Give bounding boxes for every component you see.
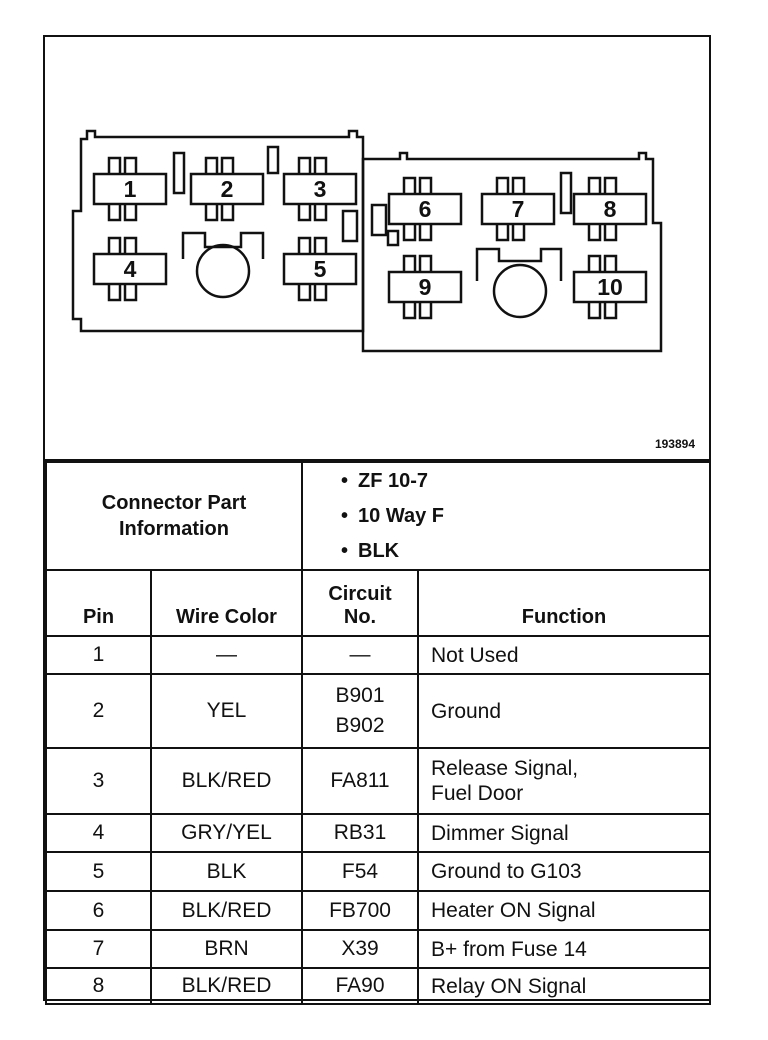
pin-number-label: 6 (419, 196, 432, 222)
function-cell: Dimmer Signal (416, 813, 712, 853)
circuit-header: Circuit No. (301, 569, 419, 637)
wire-color-cell: BRN (150, 929, 303, 969)
table-row: 2 YEL B901 B902 Ground (45, 673, 712, 749)
circuit-cell: FA90 (301, 967, 419, 1005)
wire-color-cell: BLK/RED (150, 967, 303, 1005)
pin-cell: 1 (45, 635, 152, 675)
table-row: 8 BLK/RED FA90 Relay ON Signal (45, 967, 712, 1005)
wire-color-cell: BLK (150, 851, 303, 892)
pin-terminal (572, 176, 648, 242)
circuit-cell: F54 (301, 851, 419, 892)
table-row: 1 — — Not Used (45, 635, 712, 675)
pin-cell: 2 (45, 673, 152, 749)
circuit-cell: RB31 (301, 813, 419, 853)
pin-number-label: 7 (512, 196, 525, 222)
pin-cell: 4 (45, 813, 152, 853)
connector-table: Connector Part Information ZF 10-7 10 Wa… (45, 461, 712, 1005)
pin-number-label: 3 (314, 176, 327, 202)
pin-terminal (282, 156, 358, 222)
wire-color-cell: BLK/RED (150, 890, 303, 931)
function-cell: B+ from Fuse 14 (416, 929, 712, 969)
pin-terminal (572, 254, 648, 320)
pin-terminal (92, 156, 168, 222)
wire-color-cell: — (150, 635, 303, 675)
function-cell: Relay ON Signal (416, 967, 712, 1005)
pin-terminal (282, 236, 358, 302)
pin-terminal (189, 156, 265, 222)
pin-number-label: 4 (124, 256, 137, 282)
circuit-cell: X39 (301, 929, 419, 969)
part-info-values: ZF 10-7 10 Way F BLK (300, 461, 712, 571)
pin-number-label: 9 (419, 274, 432, 300)
table-row: 6 BLK/RED FB700 Heater ON Signal (45, 890, 712, 931)
function-cell: Ground to G103 (416, 851, 712, 892)
circuit-cell: FA811 (301, 747, 419, 815)
pin-cell: 7 (45, 929, 152, 969)
table-row: 4 GRY/YEL RB31 Dimmer Signal (45, 813, 712, 853)
table-row: 5 BLK F54 Ground to G103 (45, 851, 712, 892)
connector-color: BLK (341, 534, 709, 569)
part-info-row: Connector Part Information ZF 10-7 10 Wa… (45, 461, 712, 571)
wire-color-header: Wire Color (150, 569, 303, 637)
circuit-cell: FB700 (301, 890, 419, 931)
circuit-header-line2: No. (343, 606, 377, 628)
header-row: Pin Wire Color Circuit No. Function (45, 569, 712, 637)
pin-terminal (387, 176, 463, 242)
table-row: 7 BRN X39 B+ from Fuse 14 (45, 929, 712, 969)
wire-color-cell: BLK/RED (150, 747, 303, 815)
function-cell: Not Used (416, 635, 712, 675)
function-line: Release Signal, (431, 757, 579, 780)
figure-id: 193894 (654, 437, 695, 451)
part-info-label-line1: Connector Part (101, 492, 247, 514)
pin-cell: 3 (45, 747, 152, 815)
pin-cell: 8 (45, 967, 152, 1005)
pin-terminal (480, 176, 556, 242)
function-cell: Heater ON Signal (416, 890, 712, 931)
right-housing-outline (361, 151, 663, 353)
function-cell: Ground (416, 673, 712, 749)
table-row: 3 BLK/RED FA811 Release Signal, Fuel Doo… (45, 747, 712, 815)
pin-number-label: 10 (597, 274, 623, 300)
connector-diagram: 1 2 3 4 5 6 7 8 9 10 193894 (45, 37, 709, 461)
function-cell: Release Signal, Fuel Door (416, 747, 712, 815)
connector-ways: 10 Way F (341, 499, 709, 534)
pin-cell: 6 (45, 890, 152, 931)
circuit-cell: — (301, 635, 419, 675)
part-number: ZF 10-7 (341, 464, 709, 499)
pin-number-label: 1 (124, 176, 137, 202)
wire-color-cell: YEL (150, 673, 303, 749)
circuit-line: B901 (335, 684, 385, 707)
circuit-header-line1: Circuit (328, 583, 392, 605)
circuit-cell: B901 B902 (301, 673, 419, 749)
part-info-label-line2: Information (119, 518, 229, 540)
wire-color-cell: GRY/YEL (150, 813, 303, 853)
pin-terminal (387, 254, 463, 320)
part-info-list: ZF 10-7 10 Way F BLK (303, 464, 709, 569)
pin-number-label: 2 (221, 176, 234, 202)
connector-face-drawing: 1 2 3 4 5 6 7 8 9 10 (71, 129, 663, 353)
function-header: Function (416, 569, 712, 637)
pin-number-label: 8 (604, 196, 617, 222)
part-info-label: Connector Part Information (45, 461, 303, 571)
pin-header: Pin (45, 569, 152, 637)
function-line: Fuel Door (431, 782, 524, 805)
pin-cell: 5 (45, 851, 152, 892)
pin-number-label: 5 (314, 256, 327, 282)
pin-terminal (92, 236, 168, 302)
circuit-line: B902 (335, 714, 385, 737)
